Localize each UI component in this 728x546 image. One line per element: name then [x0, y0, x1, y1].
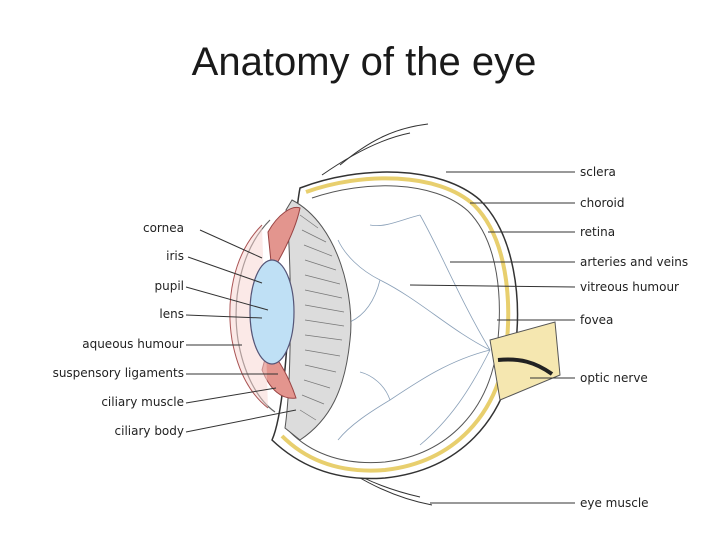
blood-vessels [337, 214, 491, 446]
label-iris: iris [166, 249, 184, 263]
label-eye-muscle: eye muscle [580, 496, 649, 510]
label-arteries-and-veins: arteries and veins [580, 255, 688, 269]
label-fovea: fovea [580, 313, 613, 327]
ciliary-fibers [299, 214, 345, 421]
label-ciliary-muscle: ciliary muscle [101, 395, 184, 409]
label-pupil: pupil [154, 279, 184, 293]
right-leaders [409, 171, 576, 504]
label-aqueous-humour: aqueous humour [82, 337, 184, 351]
label-retina: retina [580, 225, 615, 239]
label-ciliary-body: ciliary body [115, 424, 184, 438]
label-optic-nerve: optic nerve [580, 371, 648, 385]
iris-upper [267, 206, 301, 274]
label-sclera: sclera [580, 165, 616, 179]
upper-eyelid-inner [321, 132, 411, 176]
lower-eyelid [354, 474, 433, 506]
optic-nerve-core [497, 357, 554, 376]
label-suspensory-ligaments: suspensory ligaments [53, 366, 184, 380]
label-lens: lens [159, 307, 184, 321]
lens [249, 259, 295, 365]
label-choroid: choroid [580, 196, 625, 210]
label-vitreous-humour: vitreous humour [580, 280, 679, 294]
label-cornea: cornea [143, 221, 184, 235]
page-title: Anatomy of the eye [191, 40, 537, 84]
upper-eyelid [339, 123, 429, 166]
left-leaders [185, 229, 297, 433]
